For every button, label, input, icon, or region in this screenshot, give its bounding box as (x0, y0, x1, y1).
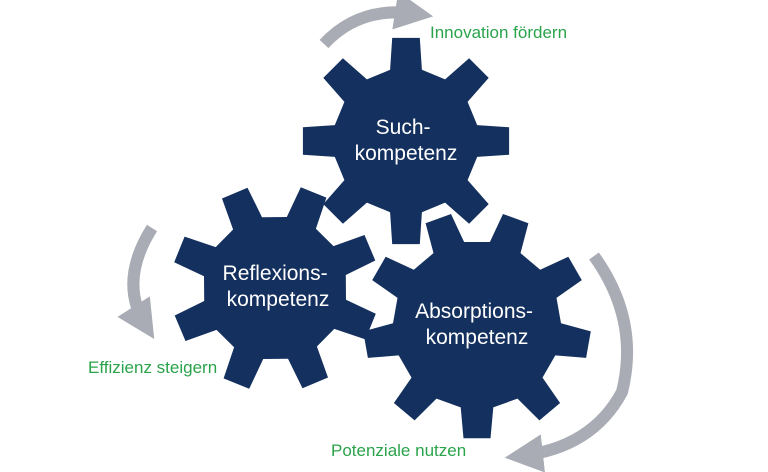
curved-arrow-top (319, 0, 434, 49)
gear-reflexion-label: Reflexions- kompetenz (223, 262, 334, 311)
curved-arrow-left (117, 224, 158, 339)
curved-arrow-right (504, 252, 634, 472)
annotation-potenziale: Potenziale nutzen (331, 441, 466, 460)
gear-such-shape (302, 37, 510, 245)
gear-absorption-label: Absorptions- kompetenz (415, 300, 539, 349)
gear-absorption-shape (363, 214, 591, 439)
annotation-innovation: Innovation fördern (430, 23, 567, 42)
gear-reflexion-shape (174, 187, 376, 389)
gear-such-label: Such- kompetenz (355, 116, 458, 165)
gear-reflexion: Reflexions- kompetenz (174, 187, 376, 389)
gear-such: Such- kompetenz (302, 37, 510, 245)
gear-absorption: Absorptions- kompetenz (363, 214, 591, 439)
annotation-effizienz: Effizienz steigern (88, 358, 217, 377)
